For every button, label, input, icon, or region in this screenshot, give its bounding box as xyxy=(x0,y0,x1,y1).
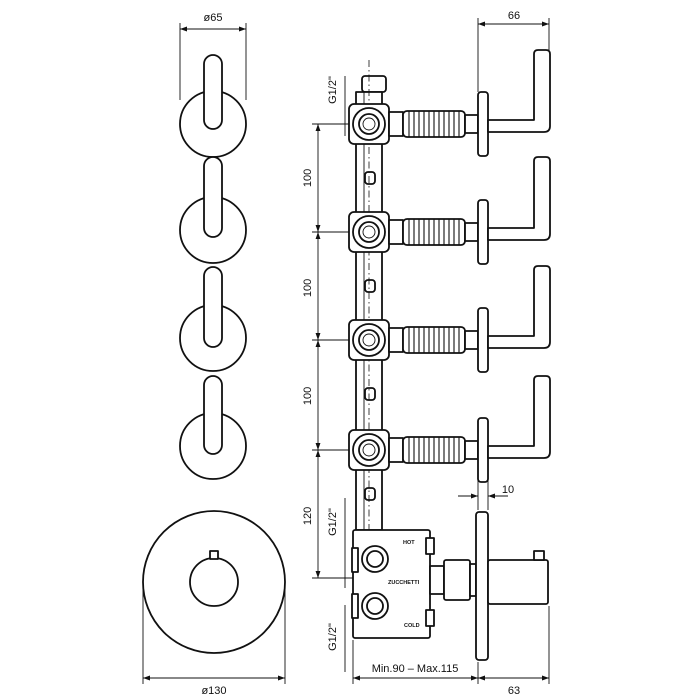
side-view: 100 100 100 120 G1/2" G1/2" G1/2" xyxy=(302,10,551,697)
dim-lever-projection: 66 xyxy=(508,10,520,22)
thread-callout-mid: G1/2" xyxy=(327,508,339,536)
valve-assembly-2 xyxy=(348,156,551,265)
dim-install-depth: Min.90 – Max.115 xyxy=(372,663,459,675)
thermostat-plate-front xyxy=(142,510,286,654)
dim-thermostat-projection: 63 xyxy=(508,685,520,697)
vertical-dimension-chain: 100 100 100 120 xyxy=(302,123,362,579)
valve-assembly-1 xyxy=(348,49,551,157)
dim-handle-plate-diameter: ø65 xyxy=(204,12,223,24)
dim-pitch-2: 100 xyxy=(302,279,314,297)
thread-callout-top: G1/2" xyxy=(327,76,339,104)
dim-pitch-1: 100 xyxy=(302,169,314,187)
handle-front-2 xyxy=(179,156,247,264)
dim-main-plate-diameter: ø130 xyxy=(201,685,226,697)
thread-callout-bottom: G1/2" xyxy=(327,623,339,651)
handle-front-1 xyxy=(179,54,247,158)
dim-pitch-4: 120 xyxy=(302,507,314,525)
handle-front-3 xyxy=(179,266,247,372)
hot-label: HOT xyxy=(403,540,415,546)
valve-assembly-3 xyxy=(348,265,551,373)
brand-label: ZUCCHETTI xyxy=(388,580,420,586)
valve-assembly-4 xyxy=(348,375,551,483)
valve-set xyxy=(348,49,551,483)
thermostat-body: HOT ZUCCHETTI COLD xyxy=(351,511,549,661)
dim-plate-thickness: 10 xyxy=(502,484,514,496)
dim-pitch-3: 100 xyxy=(302,387,314,405)
front-view: ø65 ø130 xyxy=(142,12,286,697)
cold-label: COLD xyxy=(404,623,420,629)
handle-front-4 xyxy=(179,375,247,480)
